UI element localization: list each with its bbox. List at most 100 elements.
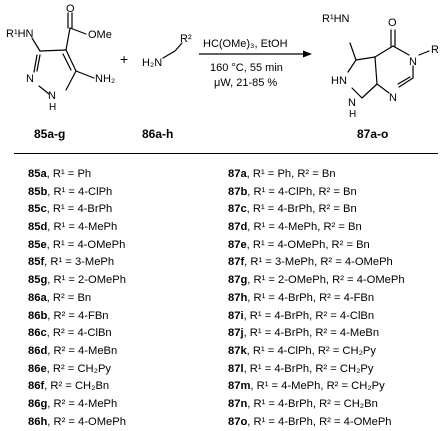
reaction-arrow-head xyxy=(303,50,312,58)
plus-sign: + xyxy=(120,51,128,67)
compound-entry: 87b, R¹ = 4-ClPh, R² = Bn xyxy=(228,184,405,202)
reactant-85-structure xyxy=(31,12,95,95)
reactant-85-label: 85a-g xyxy=(34,127,65,141)
compound-entry: 86g, R² = 4-MePh xyxy=(28,396,126,414)
compound-substituents: , R¹ = 2-OMePh, R² = 4-OMePh xyxy=(247,274,405,287)
compound-entry: 86b, R² = 4-FBn xyxy=(28,308,126,326)
compound-substituents: , R¹ = 4-MePh, R² = CH₂Py xyxy=(250,380,385,393)
compound-substituents: , R¹ = 3-MePh xyxy=(44,256,115,269)
reactant-85-h: H xyxy=(49,102,56,113)
compound-entry: 87d, R¹ = 4-MePh, R² = Bn xyxy=(228,219,405,237)
reactant-85-nh2: NH₂ xyxy=(95,73,115,85)
compound-id: 86c xyxy=(28,327,47,340)
product-87-r: R xyxy=(431,44,439,56)
compound-entry: 85e, R¹ = 4-OMePh xyxy=(28,237,126,255)
compound-id: 87l xyxy=(228,362,244,375)
compound-id: 85e xyxy=(28,238,47,251)
compound-id: 87j xyxy=(228,327,244,340)
compound-substituents: , R¹ = 4-BrPh, R² = Bn xyxy=(246,203,357,216)
product-87-n-lower: N xyxy=(348,97,356,109)
compound-substituents: , R² = 4-FBn xyxy=(47,309,109,322)
compound-id: 86e xyxy=(28,362,47,375)
compound-id: 87o xyxy=(228,415,248,428)
compound-id: 86b xyxy=(28,309,48,322)
compound-entry: 86c, R² = 4-ClBn xyxy=(28,325,126,343)
compound-substituents: , R¹ = 4-BrPh, R² = 4-OMePh xyxy=(247,415,392,428)
product-87-r1hn: R¹HN xyxy=(322,13,350,25)
reactant-85-carbonyl-o: O xyxy=(66,3,75,15)
compound-entry: 85g, R¹ = 2-OMePh xyxy=(28,272,126,290)
compound-substituents: , R² = CH₂Py xyxy=(46,362,111,375)
conditions-line-2: 160 °C, 55 min xyxy=(210,62,283,74)
compound-entry: 87h, R¹ = 4-BrPh, R² = 4-FBn xyxy=(228,290,405,308)
compound-id: 87g xyxy=(228,274,248,287)
compound-id: 86d xyxy=(28,344,48,357)
compound-entry: 87g, R¹ = 2-OMePh, R² = 4-OMePh xyxy=(228,272,405,290)
compound-substituents: , R¹ = Ph, R² = Bn xyxy=(246,168,336,180)
compound-substituents: , R¹ = 2-OMePh xyxy=(47,274,126,287)
compound-substituents: , R² = 4-MeBn xyxy=(47,344,118,357)
product-87-carbonyl-o: O xyxy=(388,17,397,29)
compound-substituents: , R¹ = 4-BrPh, R² = CH₂Py xyxy=(243,362,374,375)
compound-substituents: , R¹ = 4-MePh, R² = Bn xyxy=(247,221,362,234)
product-87-n-r: N xyxy=(409,56,417,68)
compound-entry: 86a, R² = Bn xyxy=(28,290,126,308)
product-87-structure xyxy=(347,29,430,99)
product-87-hn: HN xyxy=(331,75,347,87)
compound-entry: 86f, R² = CH₂Bn xyxy=(28,378,126,396)
reactant-86-label: 86a-h xyxy=(142,127,173,141)
compound-id: 85d xyxy=(28,221,48,234)
compound-substituents: , R¹ = 4-BrPh, R² = 4-ClBn xyxy=(243,309,375,322)
reactant-86-h2n: H₂N xyxy=(142,57,162,69)
compound-entry: 86e, R² = CH₂Py xyxy=(28,361,126,379)
compound-substituents: , R¹ = 3-MePh, R² = 4-OMePh xyxy=(244,256,393,269)
compound-entry: 87i, R¹ = 4-BrPh, R² = 4-ClBn xyxy=(228,308,405,326)
compound-entry: 87a, R¹ = Ph, R² = Bn xyxy=(228,166,405,184)
compound-id: 87h xyxy=(228,291,248,304)
compound-id: 87i xyxy=(228,309,244,322)
compound-entry: 87f, R¹ = 3-MePh, R² = 4-OMePh xyxy=(228,254,405,272)
compound-entry: 86d, R² = 4-MeBn xyxy=(28,343,126,361)
compound-id: 85c xyxy=(28,203,47,216)
compound-id: 86h xyxy=(28,415,48,428)
compound-entry: 86h, R² = 4-OMePh xyxy=(28,414,126,431)
compound-substituents: , R¹ = 4-BrPh xyxy=(46,203,113,216)
compound-entry: 87j, R¹ = 4-BrPh, R² = 4-MeBn xyxy=(228,325,405,343)
compound-id: 87b xyxy=(228,185,248,198)
reactant-85-n2: N xyxy=(48,90,56,102)
compound-id: 87d xyxy=(228,221,248,234)
conditions-line-3: μW, 21-85 % xyxy=(214,77,277,89)
compound-substituents: , R² = 4-MePh xyxy=(47,397,118,410)
compound-id: 85b xyxy=(28,185,48,198)
compound-substituents: , R² = 4-ClBn xyxy=(46,327,112,340)
compound-entry: 85b, R¹ = 4-ClPh xyxy=(28,184,126,202)
reactant-85-ome: OMe xyxy=(88,29,112,41)
compound-substituents: , R¹ = Ph xyxy=(46,168,92,180)
compound-entry: 85a, R¹ = Ph xyxy=(28,166,126,184)
compound-id: 87k xyxy=(228,344,247,357)
compound-id: 85g xyxy=(28,274,48,287)
reaction-scheme: R¹HN O OMe N N H NH₂ 85a-g + H₂N R² 86a-… xyxy=(6,3,439,141)
product-87-h: H xyxy=(349,109,356,120)
reactant-86-r2: R² xyxy=(180,33,192,45)
compound-substituents: , R¹ = 4-BrPh, R² = CH₂Bn xyxy=(247,397,378,410)
product-87-label: 87a-o xyxy=(357,127,388,141)
compound-entry: 85f, R¹ = 3-MePh xyxy=(28,254,126,272)
reactant-85-n1: N xyxy=(26,73,34,85)
compound-entry: 87c, R¹ = 4-BrPh, R² = Bn xyxy=(228,201,405,219)
compound-id: 87e xyxy=(228,238,247,251)
compound-substituents: , R¹ = 4-OMePh xyxy=(46,238,126,251)
compound-entry: 87m, R¹ = 4-MePh, R² = CH₂Py xyxy=(228,378,405,396)
compound-substituents: , R¹ = 4-BrPh, R² = 4-MeBn xyxy=(243,327,380,340)
compound-id: 87m xyxy=(228,380,251,393)
compound-id: 87c xyxy=(228,203,247,216)
conditions-line-1: HC(OMe)₃, EtOH xyxy=(203,38,288,50)
compound-substituents: , R¹ = 4-OMePh, R² = Bn xyxy=(246,238,370,251)
compound-substituents: , R¹ = 4-ClPh, R² = Bn xyxy=(247,185,357,198)
compound-substituents: , R¹ = 4-ClPh xyxy=(47,185,113,198)
compound-entry: 87l, R¹ = 4-BrPh, R² = CH₂Py xyxy=(228,361,405,379)
product-87-n-ring: N xyxy=(389,92,397,104)
compound-substituents: , R¹ = 4-ClPh, R² = CH₂Py xyxy=(246,344,376,357)
